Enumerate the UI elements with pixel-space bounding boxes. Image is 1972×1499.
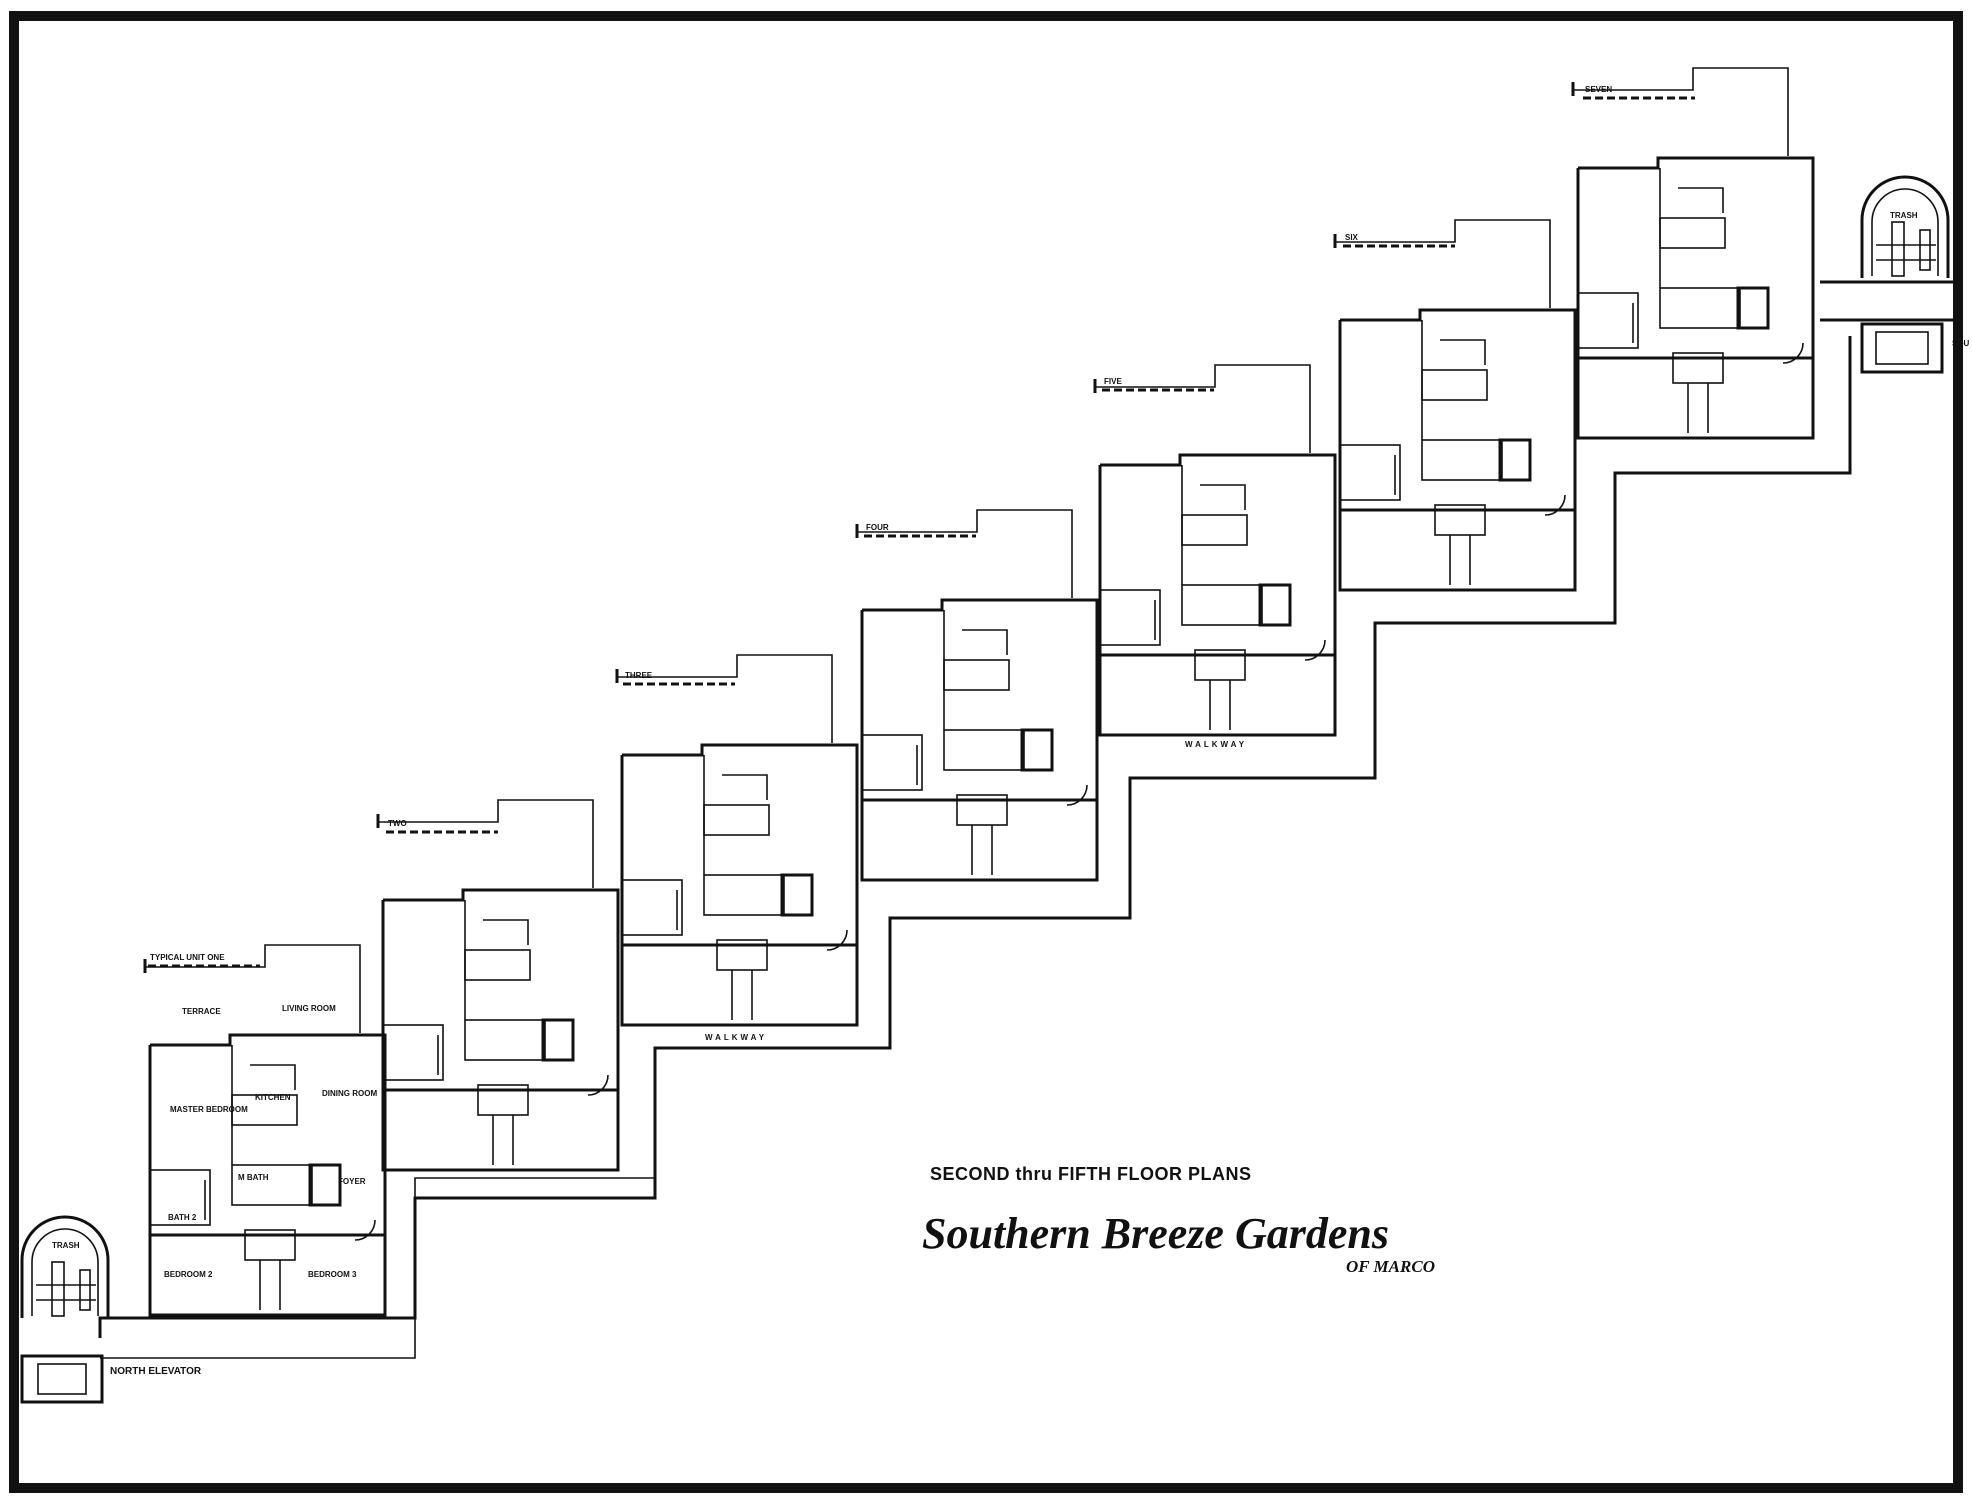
unit-7 [1571,67,1815,440]
room-m-bath: M BATH [238,1173,269,1182]
unit-3 [615,654,859,1027]
unit-label-3: THREE [625,671,653,680]
room-foyer: FOYER [338,1177,366,1186]
north-elevator-shaft [20,1354,104,1404]
room-bedroom-2: BEDROOM 2 [164,1270,213,1279]
drawing-border [9,11,1963,1493]
unit-2 [376,799,620,1172]
building-title: Southern Breeze Gardens [922,1209,1389,1258]
room-master-bedroom: MASTER BEDROOM [170,1105,248,1114]
room-living-room: LIVING ROOM [282,1004,336,1013]
north-elevator-label: NORTH ELEVATOR [110,1366,202,1377]
plan-caption: SECOND thru FIFTH FLOOR PLANS [930,1164,1251,1184]
room-kitchen: KITCHEN [255,1093,291,1102]
room-terrace: TERRACE [182,1007,221,1016]
unit-label-4: FOUR [866,523,889,532]
south-trash-label: TRASH [1890,211,1918,220]
units-group: TYPICAL UNIT ONE TWO THREE FOUR FIVE SIX SEVEN [143,67,1815,1317]
south-elevator-label: SOU ELE [1952,339,1972,348]
room-dining-room: DINING ROOM [322,1089,377,1098]
unit-5 [1093,364,1337,737]
unit-1 [143,944,387,1317]
unit-6 [1333,219,1577,592]
room-bedroom-3: BEDROOM 3 [308,1270,357,1279]
walkway-label-upper: WALKWAY [1185,740,1247,749]
walkway-path [98,336,1852,1359]
north-stair-tower: TRASH NORTH ELEVATOR [20,1215,202,1404]
north-trash-label: TRASH [52,1241,80,1250]
unit-label-7: SEVEN [1585,85,1612,94]
building-subtitle: OF MARCO [1346,1257,1435,1276]
unit-4 [855,509,1099,882]
unit-label-5: FIVE [1104,377,1122,386]
south-elevator-shaft [1860,322,1944,374]
unit-one-room-labels: TERRACE LIVING ROOM MASTER BEDROOM KITCH… [164,1004,377,1279]
walkway-label-lower: WALKWAY [705,1033,767,1042]
unit-label-2: TWO [388,819,407,828]
unit-label-1: TYPICAL UNIT ONE [150,953,225,962]
unit-label-6: SIX [1345,233,1359,242]
room-bath-2: BATH 2 [168,1213,197,1222]
south-stair-tower: TRASH SOU ELE [1820,175,1972,374]
